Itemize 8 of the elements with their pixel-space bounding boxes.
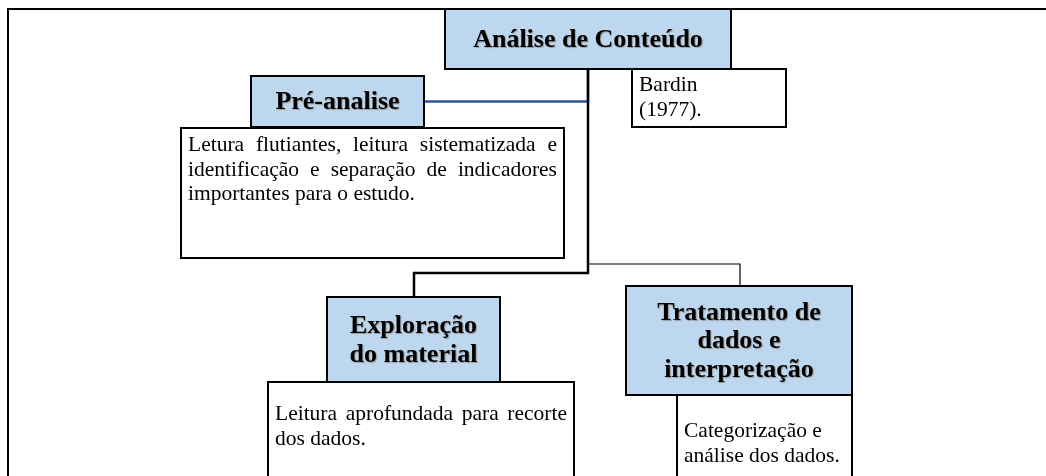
heading-box: Pré-analise: [250, 75, 425, 128]
heading-box: Exploração do material: [326, 296, 501, 383]
heading-box: Tratamento de dados e interpretação: [625, 285, 853, 396]
heading-box: Análise de Conteúdo: [444, 8, 732, 70]
text-box: Bardin (1977).: [631, 68, 787, 128]
text-box: Letura flutiantes, leitura sistematizada e identificação e separação de indicadores importantes para o estudo.: [180, 127, 565, 259]
text-box: Leitura aprofundada para recorte dos dados.: [267, 381, 575, 476]
text-box: Categorização e análise dos dados.: [676, 394, 853, 476]
